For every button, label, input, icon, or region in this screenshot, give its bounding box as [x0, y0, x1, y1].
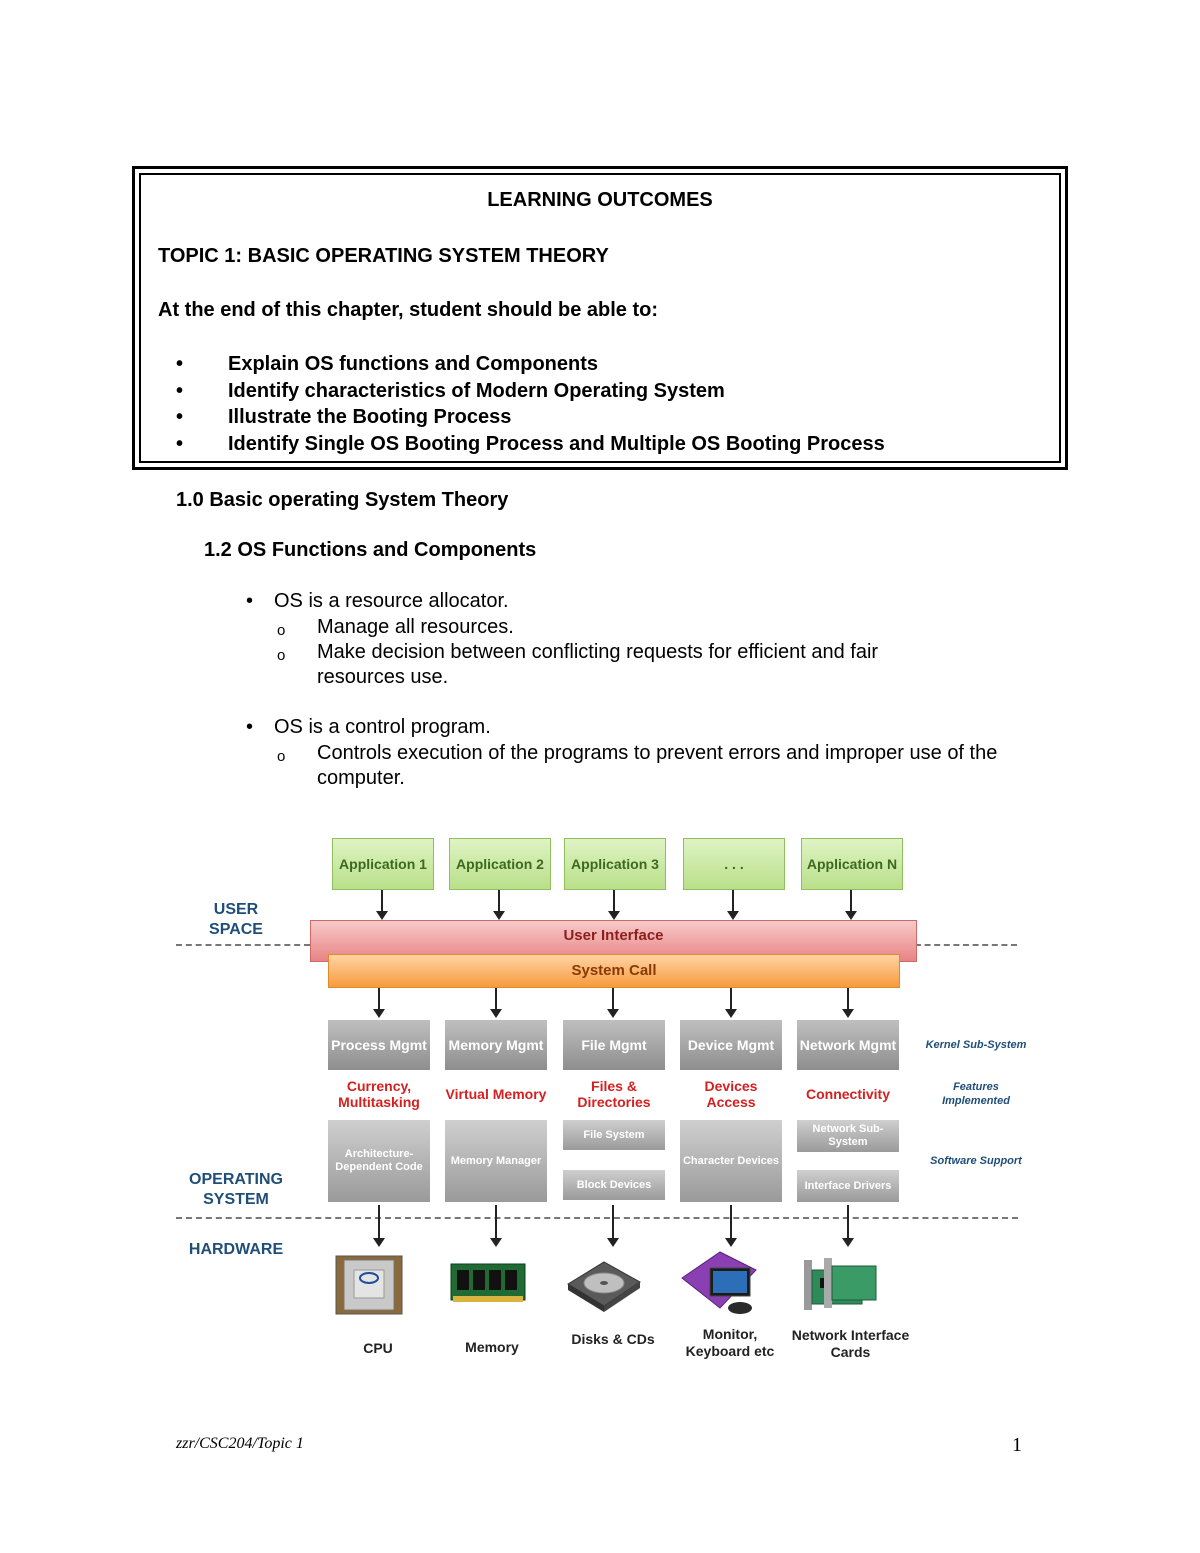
software-box: Character Devices	[680, 1120, 782, 1202]
arrow-down-icon	[376, 890, 388, 920]
feature-label: Connectivity	[805, 1086, 890, 1102]
arrow-down-icon	[608, 890, 620, 920]
arrow-down-icon	[842, 1205, 854, 1247]
user-space-label: USER SPACE	[209, 901, 263, 938]
arrow-down-icon	[845, 890, 857, 920]
arrow-down-icon	[373, 1205, 385, 1247]
page-number: 1	[1012, 1434, 1022, 1456]
learning-outcomes-inner-border: LEARNING OUTCOMES TOPIC 1: BASIC OPERATI…	[139, 173, 1061, 463]
software-box: Interface Drivers	[797, 1170, 899, 1202]
row-label: Software Support	[930, 1155, 1022, 1167]
monitor-keyboard-icon	[681, 1251, 757, 1314]
subsection-heading: 1.2 OS Functions and Components	[204, 539, 537, 561]
arrow-down-icon	[490, 1205, 502, 1247]
software-box: Block Devices	[563, 1170, 665, 1200]
learning-outcomes-box: LEARNING OUTCOMES TOPIC 1: BASIC OPERATI…	[132, 166, 1068, 470]
outcomes-intro: At the end of this chapter, student shou…	[158, 299, 659, 321]
kernel-subsystem-box: File Mgmt	[563, 1020, 665, 1070]
bullet-item: •OS is a control program.	[246, 716, 491, 738]
arrow-down-icon	[842, 988, 854, 1018]
hardware-label-item: Monitor, Keyboard etc	[685, 1326, 775, 1359]
os-architecture-diagram: Application 1 Application 2 Application …	[170, 830, 1040, 1375]
software-box: Architecture-Dependent Code	[328, 1120, 430, 1202]
software-box: Network Sub-System	[797, 1120, 899, 1152]
row-label: Features Implemented	[942, 1081, 1010, 1107]
memory-module-icon	[450, 1263, 526, 1302]
divider-line	[915, 944, 1017, 946]
app-box: Application 3	[564, 838, 666, 890]
footer-course-code: zzr/CSC204/Topic 1	[176, 1435, 304, 1452]
operating-system-label: OPERATING SYSTEM	[189, 1171, 283, 1208]
section-heading: 1.0 Basic operating System Theory	[176, 489, 509, 511]
app-box: . . .	[683, 838, 785, 890]
kernel-subsystem-box: Network Mgmt	[797, 1020, 899, 1070]
hardware-label: HARDWARE	[188, 1241, 284, 1258]
hard-disk-icon	[567, 1261, 641, 1312]
divider-line	[176, 944, 310, 946]
arrow-down-icon	[490, 988, 502, 1018]
network-card-icon	[804, 1258, 877, 1310]
app-box: Application 1	[332, 838, 434, 890]
software-box: File System	[563, 1120, 665, 1150]
app-box: Application N	[801, 838, 903, 890]
arrow-down-icon	[725, 988, 737, 1018]
cpu-chip-icon	[335, 1255, 403, 1315]
hardware-label-item: Disks & CDs	[571, 1331, 655, 1347]
row-label: Kernel Sub-System	[925, 1039, 1027, 1051]
feature-label: Virtual Memory	[445, 1086, 547, 1102]
kernel-subsystem-box: Process Mgmt	[328, 1020, 430, 1070]
arrow-down-icon	[725, 1205, 737, 1247]
outcome-item: •Illustrate the Booting Process	[176, 406, 512, 429]
software-box: Memory Manager	[445, 1120, 547, 1202]
feature-label: Files & Directories	[577, 1078, 651, 1110]
hardware-label-item: Network Interface Cards	[791, 1327, 910, 1360]
outcome-item: •Identify Single OS Booting Process and …	[176, 433, 885, 456]
hardware-label-item: Memory	[465, 1339, 519, 1355]
arrow-down-icon	[607, 1205, 619, 1247]
hardware-label-item: CPU	[363, 1340, 393, 1356]
system-call-bar: System Call	[328, 954, 900, 988]
feature-label: Currency, Multitasking	[338, 1078, 420, 1110]
divider-line	[176, 1217, 1018, 1219]
outcomes-list: •Explain OS functions and Components •Id…	[158, 351, 885, 458]
kernel-subsystem-box: Memory Mgmt	[445, 1020, 547, 1070]
outcome-item: •Explain OS functions and Components	[176, 353, 599, 375]
learning-outcomes-title: LEARNING OUTCOMES	[487, 189, 713, 211]
app-box: Application 2	[449, 838, 551, 890]
arrow-down-icon	[727, 890, 739, 920]
arrow-down-icon	[373, 988, 385, 1018]
outcome-item: •Identify characteristics of Modern Oper…	[176, 379, 725, 402]
arrow-down-icon	[607, 988, 619, 1018]
kernel-subsystem-box: Device Mgmt	[680, 1020, 782, 1070]
feature-label: Devices Access	[704, 1078, 758, 1110]
bullet-item: •OS is a resource allocator.	[246, 590, 509, 612]
arrow-down-icon	[493, 890, 505, 920]
topic-title: TOPIC 1: BASIC OPERATING SYSTEM THEORY	[158, 245, 609, 267]
